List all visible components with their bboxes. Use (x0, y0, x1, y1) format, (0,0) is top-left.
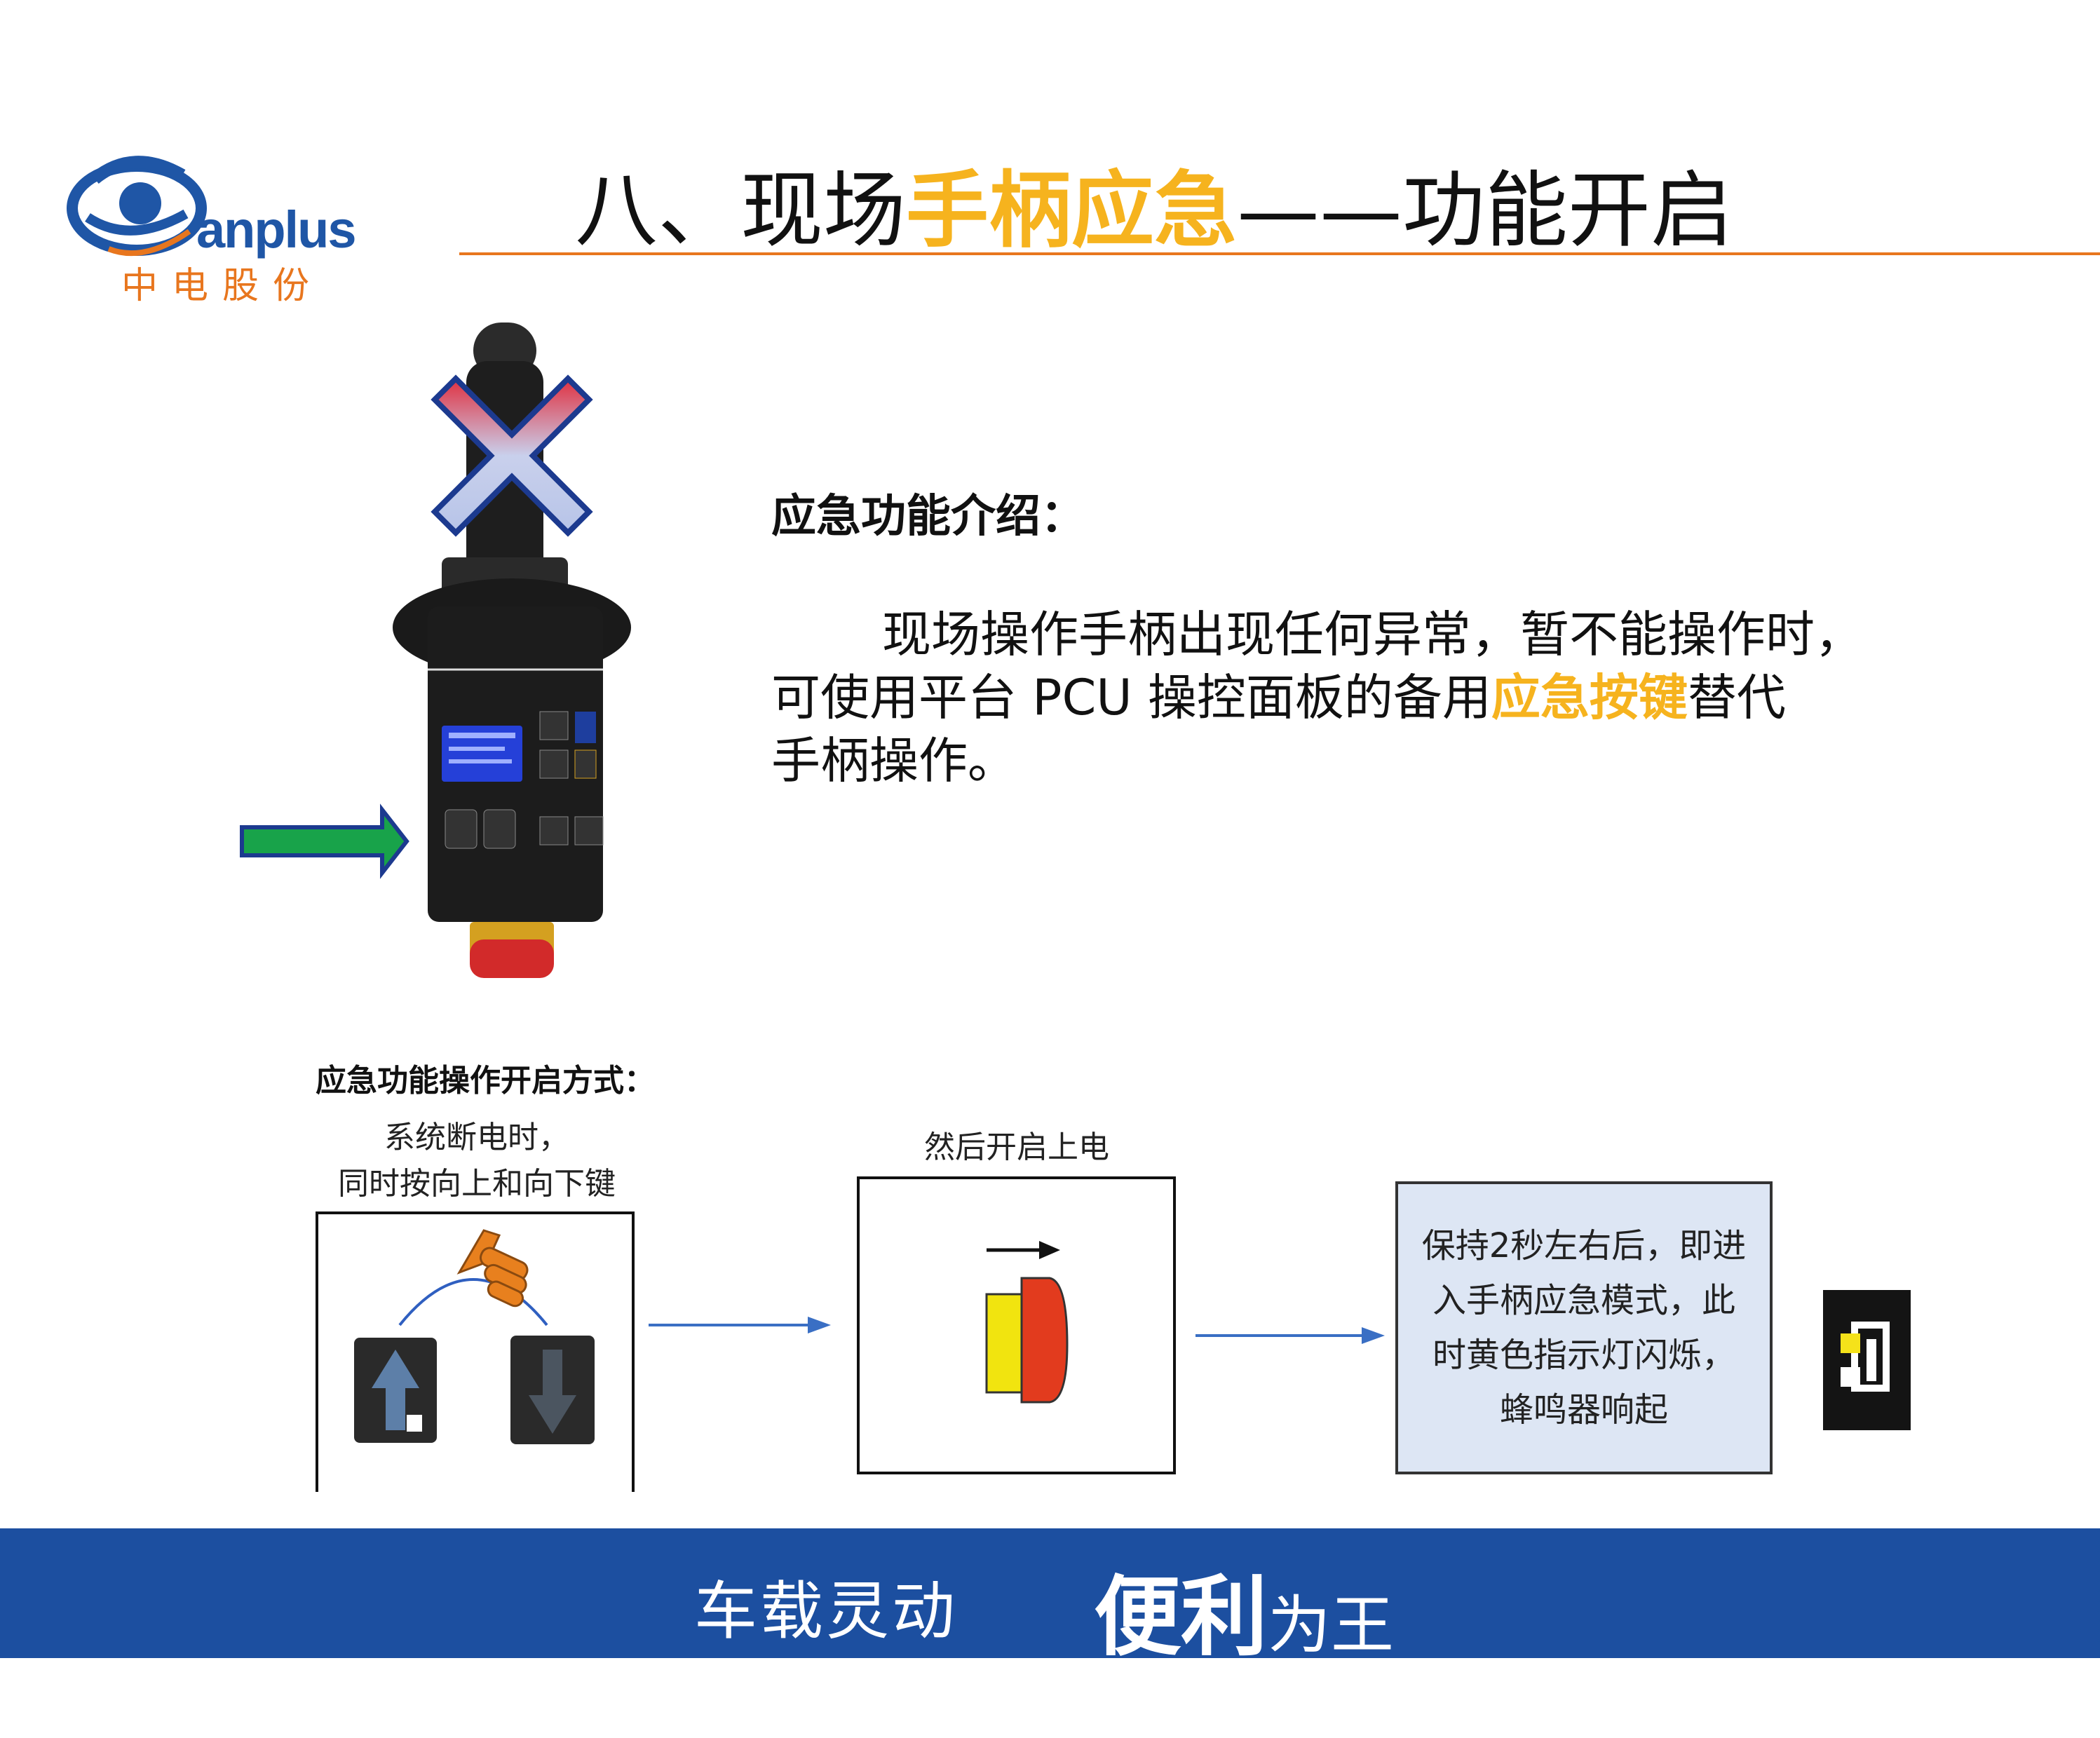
globe-logo-icon (67, 156, 207, 257)
step1-caption-line2: 同时按向上和向下键 (338, 1166, 616, 1202)
logo-cn-text: 中电股份 (121, 265, 324, 307)
footer-banner (0, 1528, 2100, 1658)
intro-line-2: 可使用平台 PCU 操控面板的备用应急按键替代 (771, 666, 1786, 729)
logo-brand-text: anplus (196, 201, 356, 259)
intro-emergency-key-highlight: 应急按键 (1491, 669, 1688, 726)
power-switch-illustration (985, 1241, 1069, 1404)
arrow-right-icon (1195, 1327, 1385, 1344)
arrow-right-icon (649, 1317, 831, 1333)
intro-heading: 应急功能介绍： (771, 491, 1085, 543)
title-highlight: 手柄应急 (906, 162, 1238, 259)
footer-slogan-big: 便利 (1094, 1567, 1268, 1668)
step3-text: 保持2秒左右后，即进 入手柄应急模式，此 时黄色指示灯闪烁， 蜂鸣器响起 (1421, 1226, 1747, 1430)
pointing-hand-icon (456, 1229, 529, 1308)
title-prefix: 八、现场 (575, 162, 907, 259)
step1-updown-keys-illustration (354, 1229, 595, 1444)
company-logo: anplus 中电股份 (67, 151, 389, 319)
operation-heading: 应急功能操作开启方式： (316, 1063, 655, 1099)
footer-slogan-right: 便利为王 (1094, 1546, 1394, 1672)
intro-line-2-post: 替代 (1687, 669, 1786, 726)
step1-caption: 系统断电时， 同时按向上和向下键 (316, 1115, 638, 1207)
footer-slogan-left: 车载灵动 (694, 1575, 958, 1648)
step1-caption-line1: 系统断电时， (384, 1120, 569, 1155)
intro-line-2-pre: 可使用平台 PCU 操控面板的备用 (771, 669, 1491, 726)
title-underline (459, 252, 2100, 255)
step2-caption: 然后开启上电 (924, 1129, 1109, 1165)
page-title: 八、现场手柄应急——功能开启 (575, 161, 1733, 259)
indicator-light-icon (1823, 1290, 1911, 1430)
step3-box: 保持2秒左右后，即进 入手柄应急模式，此 时黄色指示灯闪烁， 蜂鸣器响起 (1395, 1181, 1773, 1474)
intro-line-3: 手柄操作。 (771, 732, 1017, 789)
intro-line-1: 现场操作手柄出现任何异常，暂不能操作时， (882, 606, 1864, 663)
footer-slogan-small: 为王 (1268, 1589, 1395, 1662)
joystick-controller-illustration (240, 323, 631, 978)
title-suffix: ——功能开启 (1237, 162, 1734, 259)
